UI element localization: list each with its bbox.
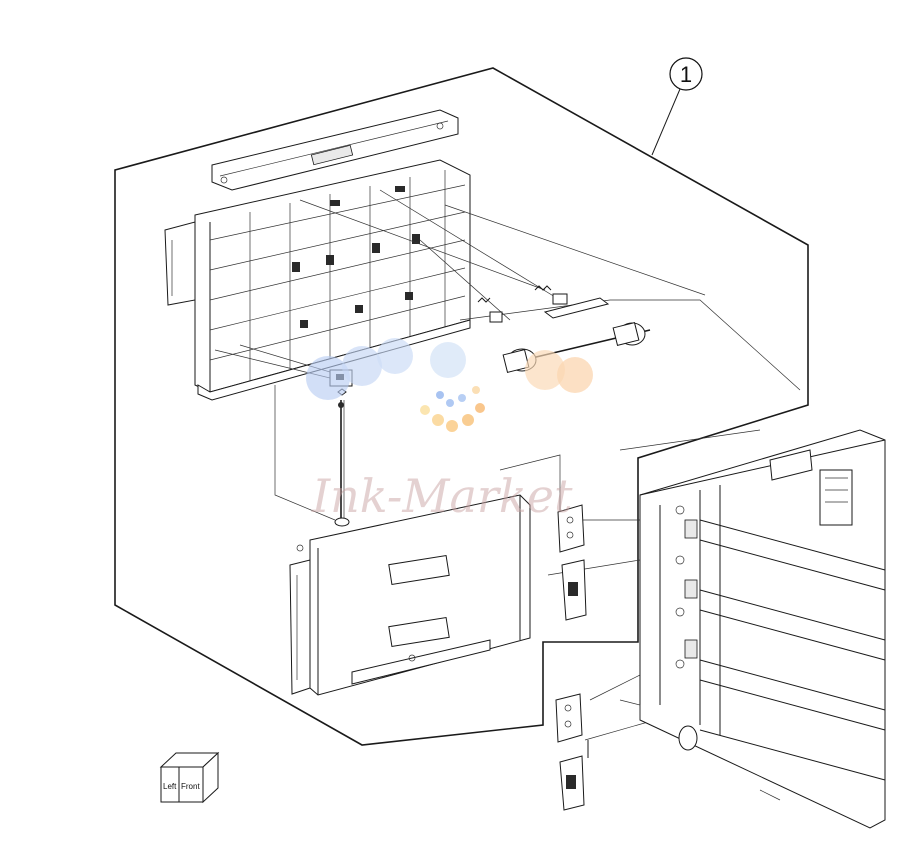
explosion-guide-lines [214, 189, 801, 741]
top-mounting-bracket [211, 109, 459, 191]
cube-front-label: Front [181, 782, 200, 791]
lower-cover-panel [289, 494, 531, 696]
orientation-cube: Left Front [159, 751, 220, 804]
hinge-bracket-upper [557, 504, 587, 621]
watermark-text: Ink-Market [311, 469, 573, 523]
callout-leader [651, 88, 681, 156]
callout-number: 1 [680, 62, 692, 87]
spring-parts [477, 285, 610, 323]
cube-left-label: Left [163, 782, 177, 791]
assembly-boundary-outline [114, 67, 809, 746]
callout-circle [669, 57, 703, 91]
main-machine-frame [619, 429, 886, 829]
callout-item-1[interactable]: 1 [651, 57, 703, 156]
watermark: Ink-Market [306, 338, 593, 523]
hinge-bracket-lower [555, 693, 589, 811]
